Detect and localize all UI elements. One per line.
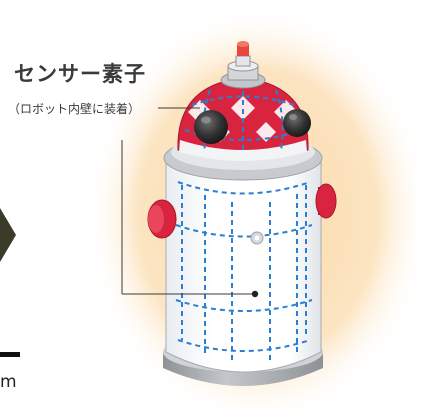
- sensor-element-sublabel: （ロボット内壁に装着）: [8, 102, 141, 116]
- cut-bar: [0, 352, 20, 357]
- sensor-point: [251, 290, 259, 298]
- left-arm: [147, 199, 177, 239]
- left-eye: [194, 110, 228, 144]
- cut-off-text: m: [0, 372, 17, 392]
- sensor-element-label: センサー素子: [14, 62, 146, 86]
- right-arm: [315, 183, 337, 219]
- arrow-fragment: [0, 208, 16, 262]
- robot-body: [165, 159, 322, 373]
- robot: [147, 41, 337, 386]
- sensor-lines-body: [175, 181, 313, 362]
- leader-lines: [121, 107, 252, 295]
- right-eye: [283, 109, 311, 137]
